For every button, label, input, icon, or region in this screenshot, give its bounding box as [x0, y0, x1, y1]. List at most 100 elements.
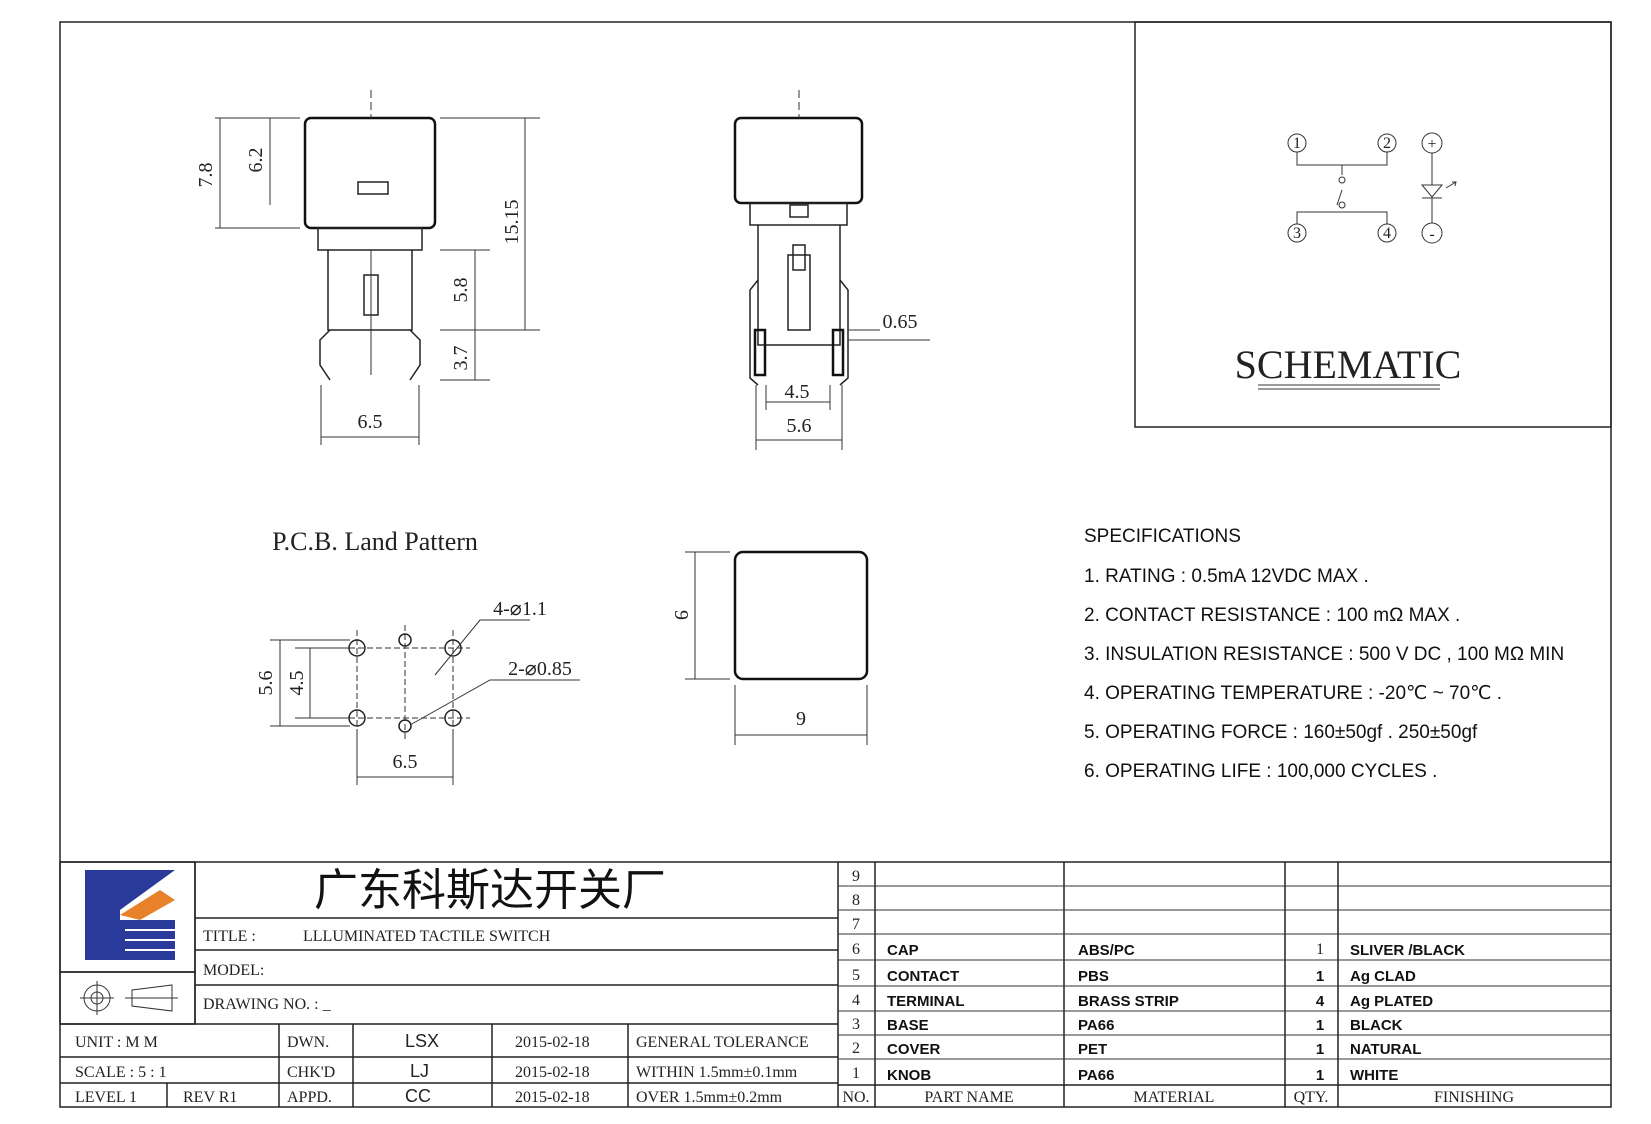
bom-header-finishing: FINISHING: [1434, 1089, 1514, 1106]
dim-5-8: 5.8: [450, 278, 472, 303]
bom-qty: 1: [1316, 1067, 1324, 1084]
rev-cell: REV R1: [183, 1089, 237, 1106]
bom-header-qty: QTY.: [1294, 1089, 1329, 1106]
bom-qty: 1: [1316, 1017, 1324, 1034]
dim-0-65: 0.65: [883, 311, 918, 333]
bom-row-no: 3: [852, 1016, 860, 1033]
bom-row-no: 1: [852, 1065, 860, 1082]
dim-2-holes: 2-⌀0.85: [508, 658, 572, 680]
chkd-date: 2015-02-18: [515, 1064, 590, 1081]
tolerance-within: WITHIN 1.5mm±0.1mm: [636, 1064, 798, 1081]
pcb-land-pattern: P.C.B. Land Pattern 4-⌀1.1 2-⌀0.85 5.6 4…: [255, 527, 580, 785]
bom-part: CAP: [887, 942, 919, 959]
chkd-value: LJ: [410, 1061, 429, 1081]
bom-material: BRASS STRIP: [1078, 993, 1179, 1010]
bom-finish: SLIVER /BLACK: [1350, 942, 1465, 959]
dwn-label: DWN.: [287, 1034, 329, 1051]
tolerance-over: OVER 1.5mm±0.2mm: [636, 1089, 783, 1106]
bom-finish: NATURAL: [1350, 1041, 1421, 1058]
bom-part: TERMINAL: [887, 993, 965, 1010]
bom-row-no: 9: [852, 868, 860, 885]
spec-item: 6. OPERATING LIFE : 100,000 CYCLES .: [1084, 761, 1437, 782]
dim-6-2: 6.2: [245, 148, 267, 173]
dim-5-6-front: 5.6: [787, 415, 812, 437]
drawing-no-label: DRAWING NO. : _: [203, 996, 332, 1013]
bom-row-no: 2: [852, 1040, 860, 1057]
bom-finish: BLACK: [1350, 1017, 1403, 1034]
bom-part: COVER: [887, 1041, 941, 1058]
spec-item: 5. OPERATING FORCE : 160±50gf . 250±50gf: [1084, 722, 1478, 743]
dim-15-15: 15.15: [501, 200, 523, 245]
unit-cell: UNIT : M M: [75, 1034, 158, 1051]
bom-header-part: PART NAME: [924, 1089, 1013, 1106]
bom-material: ABS/PC: [1078, 942, 1135, 959]
bom-qty: 1: [1316, 968, 1324, 985]
bom-row-no: 7: [852, 916, 860, 933]
led-plus-label: +: [1427, 136, 1436, 153]
spec-item: 3. INSULATION RESISTANCE : 500 V DC , 10…: [1084, 644, 1564, 665]
appd-label: APPD.: [287, 1089, 332, 1106]
dim-4-5-front: 4.5: [785, 381, 810, 403]
appd-date: 2015-02-18: [515, 1089, 590, 1106]
led-minus-label: -: [1429, 226, 1434, 243]
bom-row-no: 4: [852, 992, 860, 1009]
pcb-label: P.C.B. Land Pattern: [272, 527, 478, 556]
bom-qty: 1: [1316, 1041, 1324, 1058]
tolerance-heading: GENERAL TOLERANCE: [636, 1034, 809, 1051]
bom-table: 9 8 7 6 CAP ABS/PC 1 SLIVER /BLACK 5 CON…: [837, 862, 1611, 1107]
top-view: 9 9: [670, 550, 869, 745]
spec-item: 2. CONTACT RESISTANCE : 100 mΩ MAX .: [1084, 605, 1460, 626]
chkd-label: CHK'D: [287, 1064, 335, 1081]
company-logo: [59, 861, 196, 973]
schematic-title: SCHEMATIC: [1235, 342, 1462, 387]
bom-header-no: NO.: [842, 1089, 869, 1106]
bom-qty: 1: [1316, 941, 1324, 958]
bom-material: PA66: [1078, 1017, 1114, 1034]
spec-heading: SPECIFICATIONS: [1084, 526, 1241, 547]
bom-finish: Ag PLATED: [1350, 993, 1433, 1010]
appd-value: CC: [405, 1086, 431, 1106]
specifications: SPECIFICATIONS 1. RATING : 0.5mA 12VDC M…: [1084, 526, 1564, 782]
dim-4-holes: 4-⌀1.1: [493, 598, 547, 620]
bom-finish: Ag CLAD: [1350, 968, 1416, 985]
sheet-border: [59, 21, 1612, 1108]
led-symbol: + -: [1420, 132, 1457, 244]
dim-6-5-pcb: 6.5: [393, 751, 418, 773]
company-name: 广东科斯达开关厂: [314, 866, 666, 915]
spec-item: 1. RATING : 0.5mA 12VDC MAX .: [1084, 566, 1369, 587]
spec-item: 4. OPERATING TEMPERATURE : -20℃ ~ 70℃ .: [1084, 683, 1502, 704]
front-view: 0.65 4.5 5.6: [733, 90, 930, 450]
title-label: TITLE :: [203, 928, 256, 945]
bom-header-material: MATERIAL: [1134, 1089, 1215, 1106]
dim-5-6-pcb: 5.6: [255, 671, 277, 696]
bom-row-no: 6: [852, 941, 860, 958]
pin-2-label: 2: [1383, 135, 1391, 152]
bom-part: CONTACT: [887, 968, 959, 985]
dwn-date: 2015-02-18: [515, 1034, 590, 1051]
bom-row-no: 5: [852, 967, 860, 984]
bom-part: BASE: [887, 1017, 929, 1034]
dim-6-5-side: 6.5: [358, 411, 383, 433]
scale-cell: SCALE : 5 : 1: [75, 1064, 167, 1081]
pin-4-label: 4: [1383, 225, 1391, 242]
bom-row-no: 8: [852, 892, 860, 909]
bom-material: PA66: [1078, 1067, 1114, 1084]
bom-qty: 4: [1316, 993, 1325, 1010]
switch-symbol: 1 2 3 4: [1287, 133, 1397, 243]
schematic-panel: 1 2 3 4 + - SCHEMATIC: [1134, 21, 1612, 428]
bom-material: PBS: [1078, 968, 1109, 985]
bom-finish: WHITE: [1350, 1067, 1398, 1084]
level-cell: LEVEL 1: [75, 1089, 137, 1106]
bom-part: KNOB: [887, 1067, 931, 1084]
dim-4-5-pcb: 4.5: [286, 671, 308, 696]
dim-3-7: 3.7: [450, 346, 472, 371]
model-label: MODEL:: [203, 962, 264, 979]
bom-material: PET: [1078, 1041, 1107, 1058]
pin-3-label: 3: [1293, 225, 1301, 242]
side-view: 7.8 6.2 15.15 5.8 3.7 6.5: [195, 90, 540, 445]
dwn-value: LSX: [405, 1031, 439, 1051]
dim-9-width: 9: [796, 708, 806, 730]
dim-7-8: 7.8: [195, 163, 217, 188]
title-block: 广东科斯达开关厂 TITLE : LLLUMINATED TACTILE SWI…: [59, 861, 1611, 1107]
